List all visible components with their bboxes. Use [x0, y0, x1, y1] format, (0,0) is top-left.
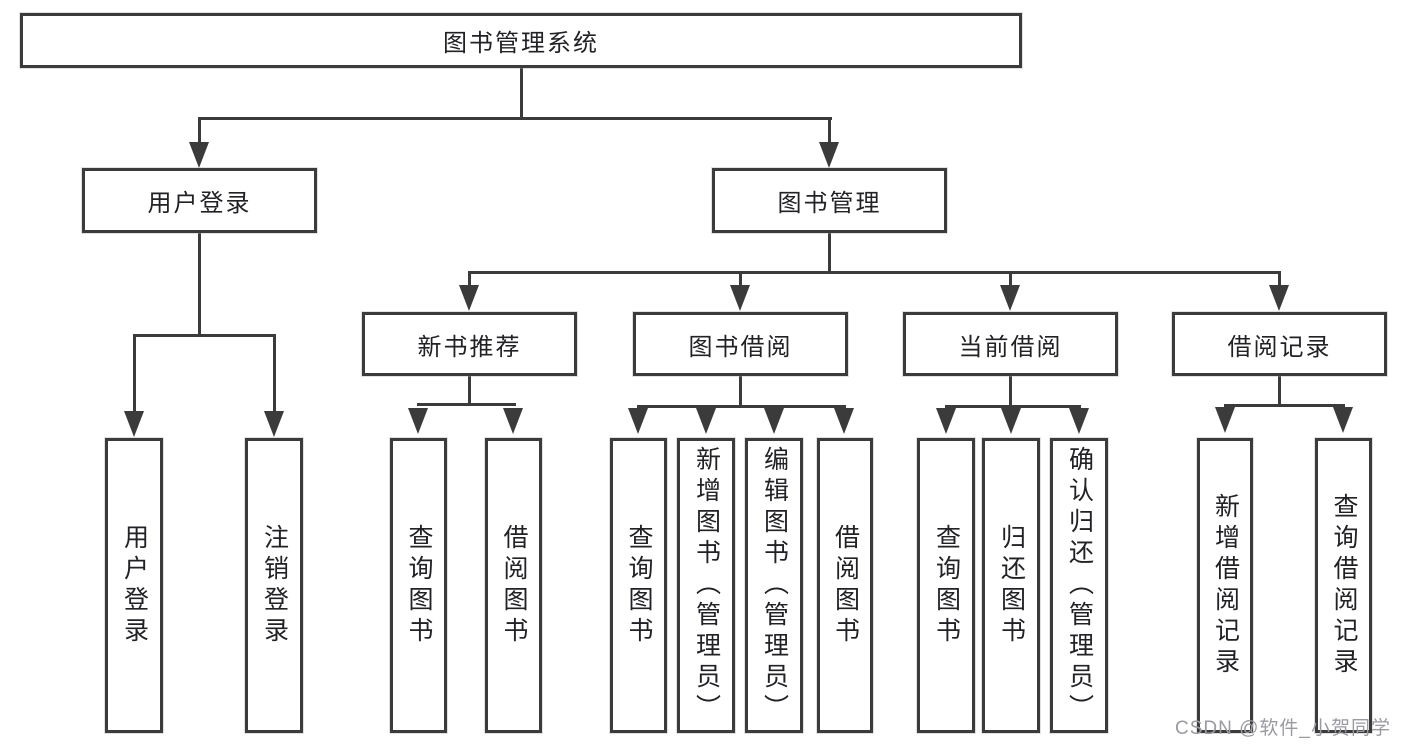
arrow-down-icon	[189, 142, 209, 168]
connector-line	[739, 376, 742, 408]
connector-line	[828, 233, 831, 274]
node-label: 借阅图书	[500, 523, 528, 648]
arrow-down-icon	[695, 408, 716, 434]
node-borrowing-records: 借阅记录	[1172, 312, 1387, 376]
node-user-login: 用户登录	[82, 168, 317, 233]
connector-line	[468, 376, 471, 406]
connector-line	[132, 334, 136, 412]
node-leaf-logout: 注销登录	[245, 438, 303, 733]
arrow-down-icon	[263, 411, 284, 437]
connector-line	[198, 117, 201, 144]
connector-line	[1278, 271, 1281, 286]
arrow-down-icon	[763, 408, 784, 434]
node-current-borrowing: 当前借阅	[903, 312, 1118, 376]
node-label: 图书管理	[777, 190, 882, 217]
node-label: 用户登录	[120, 523, 149, 648]
connector-line	[198, 117, 832, 120]
connector-line	[1009, 271, 1012, 286]
node-leaf-return-books: 归还图书	[982, 438, 1040, 733]
node-leaf-confirm-return-admin: 确认归还（管理员）	[1050, 438, 1108, 733]
node-label: 查询借阅记录	[1330, 492, 1358, 679]
node-root-library-system: 图书管理系统	[20, 13, 1022, 68]
node-label: 新增图书（管理员）	[692, 446, 721, 725]
arrow-down-icon	[935, 408, 956, 434]
node-label: 查询图书	[625, 523, 653, 648]
connector-line	[1009, 376, 1012, 408]
node-leaf-add-borrow-record: 新增借阅记录	[1197, 438, 1253, 733]
connector-line	[468, 271, 1281, 274]
connector-line	[416, 403, 516, 406]
node-label: 编辑图书（管理员）	[760, 446, 789, 725]
node-label: 归还图书	[997, 523, 1026, 648]
connector-line	[272, 334, 276, 412]
node-label: 借阅图书	[831, 523, 860, 648]
node-label: 查询图书	[405, 523, 433, 648]
node-book-borrowing: 图书借阅	[633, 312, 848, 376]
arrow-down-icon	[1269, 285, 1289, 311]
arrow-down-icon	[1000, 408, 1021, 434]
node-new-book-recommend: 新书推荐	[362, 312, 577, 376]
arrow-down-icon	[833, 408, 854, 434]
node-leaf-query-borrow-record: 查询借阅记录	[1315, 438, 1372, 733]
connector-line	[519, 68, 523, 119]
connector-line	[944, 405, 1081, 408]
arrow-down-icon	[730, 285, 750, 311]
node-leaf-query-books-borrowing: 查询图书	[610, 438, 667, 733]
connector-line	[828, 117, 831, 144]
connector-line	[468, 271, 471, 286]
node-label: 当前借阅	[958, 333, 1063, 361]
connector-line	[198, 233, 201, 337]
node-label: 新书推荐	[417, 333, 522, 361]
arrow-down-icon	[1332, 407, 1353, 433]
node-label: 新增借阅记录	[1211, 492, 1240, 679]
arrow-down-icon	[1000, 285, 1020, 311]
node-book-management: 图书管理	[712, 168, 947, 233]
arrow-down-icon	[627, 408, 648, 434]
node-leaf-edit-books-admin: 编辑图书（管理员）	[745, 438, 803, 733]
connector-line	[1278, 375, 1281, 407]
node-leaf-query-books-current: 查询图书	[917, 438, 975, 733]
arrow-down-icon	[407, 408, 428, 434]
connector-line	[1223, 404, 1345, 407]
connector-line	[739, 271, 742, 286]
node-label: 借阅记录	[1227, 333, 1332, 361]
arrow-down-icon	[459, 285, 479, 311]
node-label: 用户登录	[147, 190, 252, 217]
node-leaf-query-books-recommend: 查询图书	[390, 438, 447, 733]
csdn-watermark: CSDN @软件_小贺同学	[1175, 718, 1391, 739]
node-leaf-add-books-admin: 新增图书（管理员）	[677, 438, 735, 733]
arrow-down-icon	[502, 408, 523, 434]
connector-line	[636, 405, 846, 408]
node-label: 确认归还（管理员）	[1065, 446, 1094, 725]
arrow-down-icon	[1214, 407, 1235, 433]
node-leaf-borrow-books: 借阅图书	[817, 438, 873, 733]
connector-line	[132, 334, 276, 337]
arrow-down-icon	[123, 411, 144, 437]
node-label: 注销登录	[260, 523, 289, 648]
arrow-down-icon	[1068, 408, 1089, 434]
arrow-down-icon	[819, 142, 839, 168]
node-leaf-user-login: 用户登录	[105, 438, 163, 733]
node-label: 图书借阅	[688, 333, 793, 361]
node-label: 查询图书	[932, 523, 961, 648]
node-label: 图书管理系统	[443, 30, 599, 57]
node-leaf-borrow-books-recommend: 借阅图书	[485, 438, 542, 733]
